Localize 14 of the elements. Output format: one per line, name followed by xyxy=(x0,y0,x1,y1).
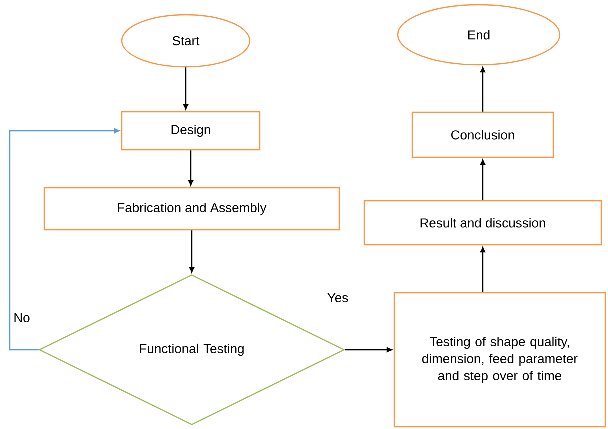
process-box: Conclusion xyxy=(412,112,554,158)
arrow xyxy=(188,150,194,186)
process-box: Testing of shape quality, dimension, feed parameter and step over of time xyxy=(394,292,606,428)
edge-label: No xyxy=(12,312,32,324)
arrow xyxy=(480,247,486,292)
process-box: Design xyxy=(121,111,261,151)
process-box: Result and discussion xyxy=(364,200,602,246)
arrow xyxy=(184,68,188,110)
arrow xyxy=(190,230,194,273)
arrow xyxy=(480,67,486,112)
arrow xyxy=(480,160,486,200)
arrow xyxy=(9,128,120,351)
process-box: Fabrication and Assembly xyxy=(44,187,340,231)
arrow xyxy=(345,348,392,352)
